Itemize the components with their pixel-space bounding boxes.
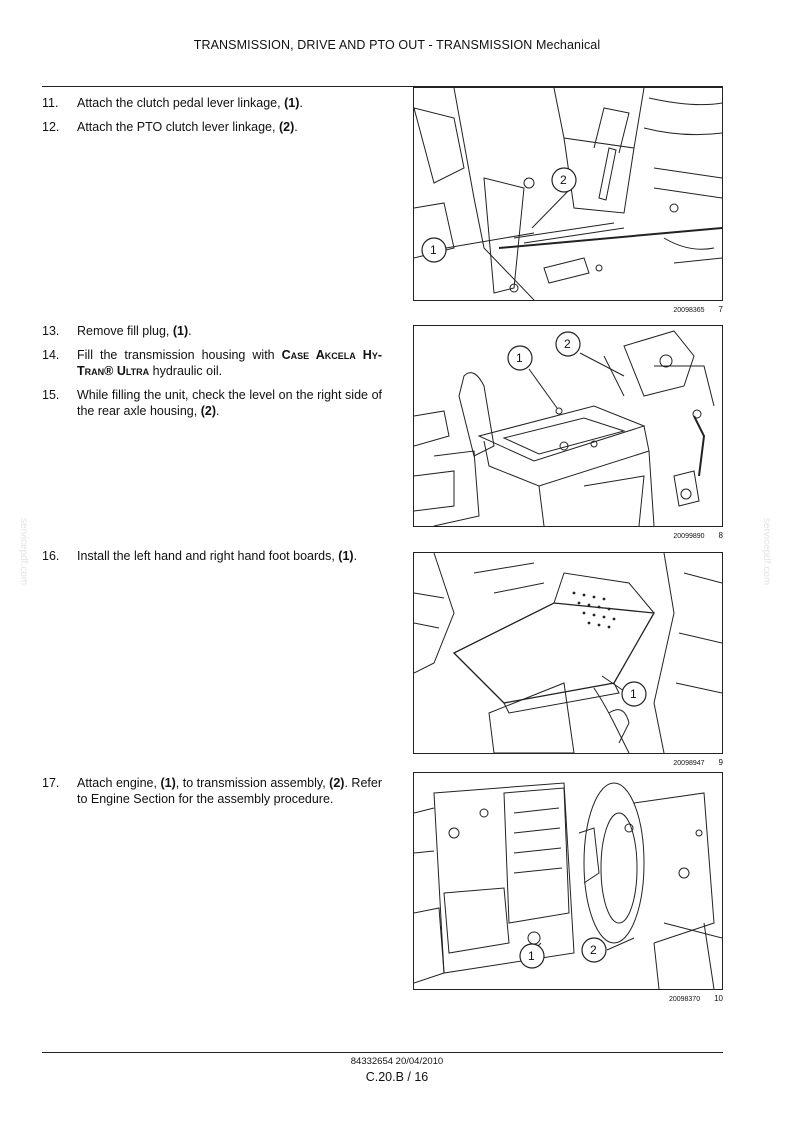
callout-label: 2 <box>560 173 567 187</box>
callout-label: 2 <box>590 943 597 957</box>
callout-label: 1 <box>630 687 637 701</box>
figure-id: 20098370 <box>668 996 701 1003</box>
step-16: 16. Install the left hand and right hand… <box>42 548 382 564</box>
callout-label: 2 <box>564 337 571 351</box>
figure-number: 7 <box>718 305 723 314</box>
step-text: Remove fill plug, (1). <box>77 324 192 338</box>
page-header: TRANSMISSION, DRIVE AND PTO OUT - TRANSM… <box>193 38 601 52</box>
figure-id: 20098365 <box>673 307 705 314</box>
callout-marker <box>551 167 577 193</box>
figure-foot-board-illustration: 1 <box>413 552 723 754</box>
figure-linkage-illustration: 1 2 <box>413 87 723 301</box>
step-number: 16. <box>42 549 60 563</box>
callout-marker <box>621 681 647 707</box>
figure-engine-assembly-illustration: 1 2 <box>413 772 723 990</box>
callout-marker <box>581 937 607 963</box>
callout-label: 1 <box>528 949 535 963</box>
figure-caption: 20098947 9 <box>413 758 723 767</box>
header-rule <box>42 86 723 87</box>
footer-rule <box>42 1052 723 1053</box>
watermark-left: servicepdf.com <box>18 518 29 586</box>
callout-marker <box>555 331 581 357</box>
step-12: 12. Attach the PTO clutch lever linkage,… <box>42 119 382 135</box>
callout-marker <box>507 345 533 371</box>
figure-id: 20098947 <box>673 760 705 767</box>
figure-caption: 20098365 7 <box>413 305 723 314</box>
step-text: Fill the transmission housing with Case … <box>77 348 382 378</box>
step-number: 14. <box>42 348 60 362</box>
callout-label: 1 <box>430 243 437 257</box>
step-text: While filling the unit, check the level … <box>77 388 382 418</box>
document-reference: 84332654 20/04/2010 <box>350 1056 444 1067</box>
step-11: 11. Attach the clutch pedal lever linkag… <box>42 95 382 111</box>
step-number: 11. <box>42 96 59 110</box>
step-text: Install the left hand and right hand foo… <box>77 549 358 563</box>
step-number: 12. <box>42 120 60 134</box>
callout-marker <box>421 237 447 263</box>
brand-name: Case Akcela Hy-Tran® Ultra <box>77 348 382 378</box>
figure-id: 20099890 <box>673 533 705 540</box>
step-14: 14. Fill the transmission housing with C… <box>42 347 382 379</box>
step-17: 17. Attach engine, (1), to transmission … <box>42 775 382 807</box>
step-13: 13. Remove fill plug, (1). <box>42 323 382 339</box>
callout-label: 1 <box>516 351 523 365</box>
figure-number: 9 <box>718 758 723 767</box>
step-text: Attach the clutch pedal lever linkage, (… <box>77 96 303 110</box>
callout-marker <box>519 943 545 969</box>
watermark-right: servicepdf.com <box>761 518 772 586</box>
step-number: 17. <box>42 776 60 790</box>
step-15: 15. While filling the unit, check the le… <box>42 387 382 419</box>
step-text: Attach engine, (1), to transmission asse… <box>77 776 382 806</box>
figure-number: 10 <box>714 994 723 1003</box>
figure-caption: 20098370 10 <box>413 994 723 1003</box>
step-text: Attach the PTO clutch lever linkage, (2)… <box>77 120 298 134</box>
figure-fill-plug-illustration: 1 2 <box>413 325 723 527</box>
step-number: 13. <box>42 324 60 338</box>
page-number: C.20.B / 16 <box>365 1070 429 1084</box>
step-number: 15. <box>42 388 60 402</box>
figure-caption: 20099890 8 <box>413 531 723 540</box>
figure-number: 8 <box>718 531 723 540</box>
